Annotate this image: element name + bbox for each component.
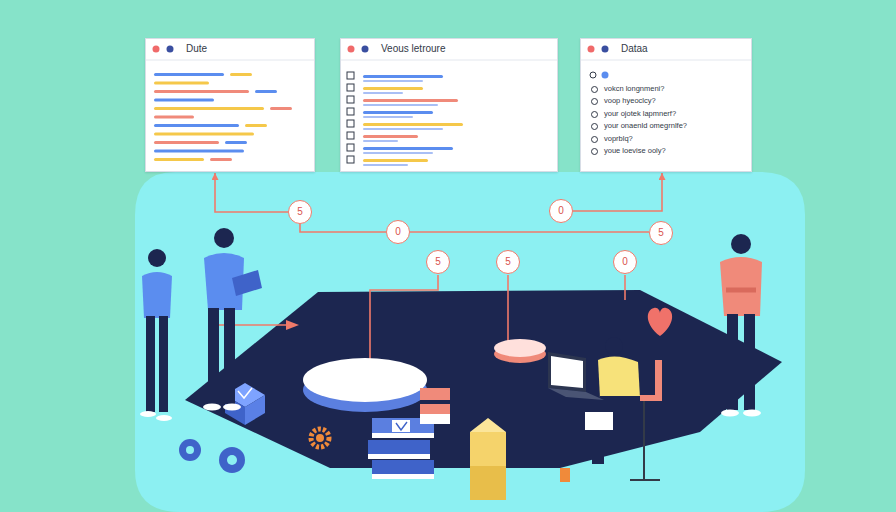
panel-decoration [341,39,557,171]
list-item: voprblq? [591,133,745,145]
person-left [140,249,172,421]
callout-circle: 5 [426,250,450,274]
arrow-head [286,320,299,330]
small-disc [494,339,546,357]
connector-line [573,173,662,211]
callout-circle: 5 [288,200,312,224]
person-tablet [203,228,262,411]
panel-title: Dataa [621,43,648,54]
connector-line [215,173,288,212]
panel-title: Dute [186,43,207,54]
callout-number: 0 [622,257,628,267]
list-item: vokcn longnmeni? [591,83,745,95]
light-ground [135,172,805,512]
window-panel: Dute [145,38,315,172]
cup [560,468,570,482]
question-list: vokcn longnmeni?voop hyeoclcy?your ojote… [591,83,745,157]
leader-lines [215,268,625,368]
callout-number: 5 [297,207,303,217]
callout-number: 0 [395,227,401,237]
list-item: voop hyeoclcy? [591,95,745,107]
panel-decoration [146,39,314,171]
person-right [720,234,762,417]
window-panel: Veous letroure [340,38,558,172]
disc [303,358,427,402]
callout-circle: 5 [649,221,673,245]
callout-number: 5 [658,228,664,238]
callout-number: 5 [505,257,511,267]
panel-title: Veous letroure [381,43,446,54]
list-item: your onaenld omegrnlfe? [591,120,745,132]
box-stack [470,418,506,500]
list-item: youe loevise ooly? [591,145,745,157]
callout-number: 5 [435,257,441,267]
callout-circle: 5 [496,250,520,274]
window-panel: Dataavokcn longnmeni?voop hyeoclcy?your … [580,38,752,172]
seated-person [548,337,662,480]
heart [648,308,672,336]
callout-circle: 0 [613,250,637,274]
callout-circle: 0 [386,220,410,244]
connector-line [300,224,386,232]
gears [179,429,329,473]
connector-line [410,231,649,233]
callout-circle: 0 [549,199,573,223]
book-stack [368,388,450,479]
platform [185,290,782,468]
list-item: your ojotek lapmnerf? [591,108,745,120]
callout-number: 0 [558,206,564,216]
